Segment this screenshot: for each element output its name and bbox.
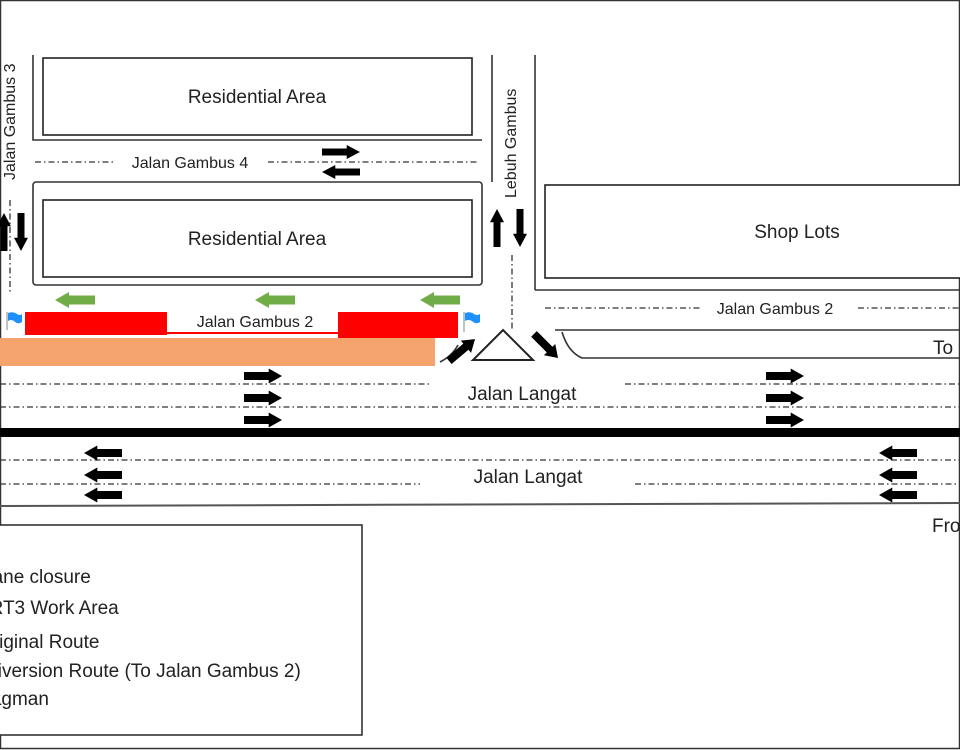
jalan-langat-upper-label: Jalan Langat — [468, 384, 578, 405]
arrow-right-icon — [244, 412, 282, 428]
arrow-right-icon — [244, 368, 282, 384]
arrow-right-icon — [244, 390, 282, 406]
residential-area-top-label: Residential Area — [188, 87, 327, 108]
residential-area-bottom — [42, 199, 473, 278]
diversion-arrow-left-icon — [55, 292, 95, 308]
arrow-up-icon — [490, 209, 504, 247]
shop-lots-label: Shop Lots — [754, 222, 840, 243]
diversion-arrow-left-icon — [420, 292, 460, 308]
residential-area-top — [42, 57, 473, 136]
slip-road-edge — [561, 331, 960, 359]
jalan-gambus-2-right-label: Jalan Gambus 2 — [717, 301, 834, 318]
arrow-left-icon — [879, 467, 917, 483]
arrow-down-right-icon — [531, 331, 559, 359]
arrow-right-icon — [766, 390, 804, 406]
flagman-icon — [463, 312, 480, 332]
arrow-left-icon — [879, 445, 917, 461]
arrow-right-icon — [322, 145, 360, 159]
legend-flagman: Flagman — [0, 689, 49, 710]
flagman-icon — [6, 312, 22, 330]
legend-work-area: LRT3 Work Area — [0, 598, 119, 619]
traffic-island — [470, 328, 536, 361]
arrow-left-icon — [84, 487, 122, 503]
lane-closure-right — [338, 312, 458, 338]
arrow-left-icon — [84, 467, 122, 483]
jalan-gambus-2-left-label: Jalan Gambus 2 — [197, 314, 314, 331]
lrt3-work-area — [0, 338, 435, 366]
road-edge-bottom — [0, 502, 960, 507]
block-edge-top — [32, 55, 482, 141]
arrow-left-icon — [879, 487, 917, 503]
shop-lots — [544, 184, 960, 279]
from-label: Fro — [932, 516, 960, 537]
arrow-down-icon — [14, 213, 28, 251]
lane-closure-left — [25, 312, 167, 335]
arrow-up-right-icon — [446, 339, 476, 364]
legend-lane-closure: Lane closure — [0, 567, 91, 588]
residential-area-bottom-label: Residential Area — [188, 229, 327, 250]
legend-box — [0, 524, 363, 736]
arrow-up-icon — [0, 213, 11, 251]
diversion-arrow-left-icon — [255, 292, 295, 308]
legend-original-route: Original Route — [0, 632, 99, 653]
arrow-right-icon — [766, 368, 804, 384]
to-label: To — [933, 338, 953, 359]
arrow-right-icon — [766, 412, 804, 428]
jalan-gambus-3-label: Jalan Gambus 3 — [2, 63, 19, 180]
jalan-gambus-4-label: Jalan Gambus 4 — [132, 155, 249, 172]
legend-diversion-route: Diversion Route (To Jalan Gambus 2) — [0, 661, 301, 682]
block-edge-bottom — [32, 181, 483, 286]
lebuh-gambus-label: Lebuh Gambus — [503, 89, 520, 198]
arrow-left-icon — [322, 165, 360, 179]
median — [0, 428, 960, 437]
arrow-down-icon — [513, 209, 527, 247]
jalan-langat-lower-label: Jalan Langat — [474, 467, 584, 488]
arrow-left-icon — [84, 445, 122, 461]
